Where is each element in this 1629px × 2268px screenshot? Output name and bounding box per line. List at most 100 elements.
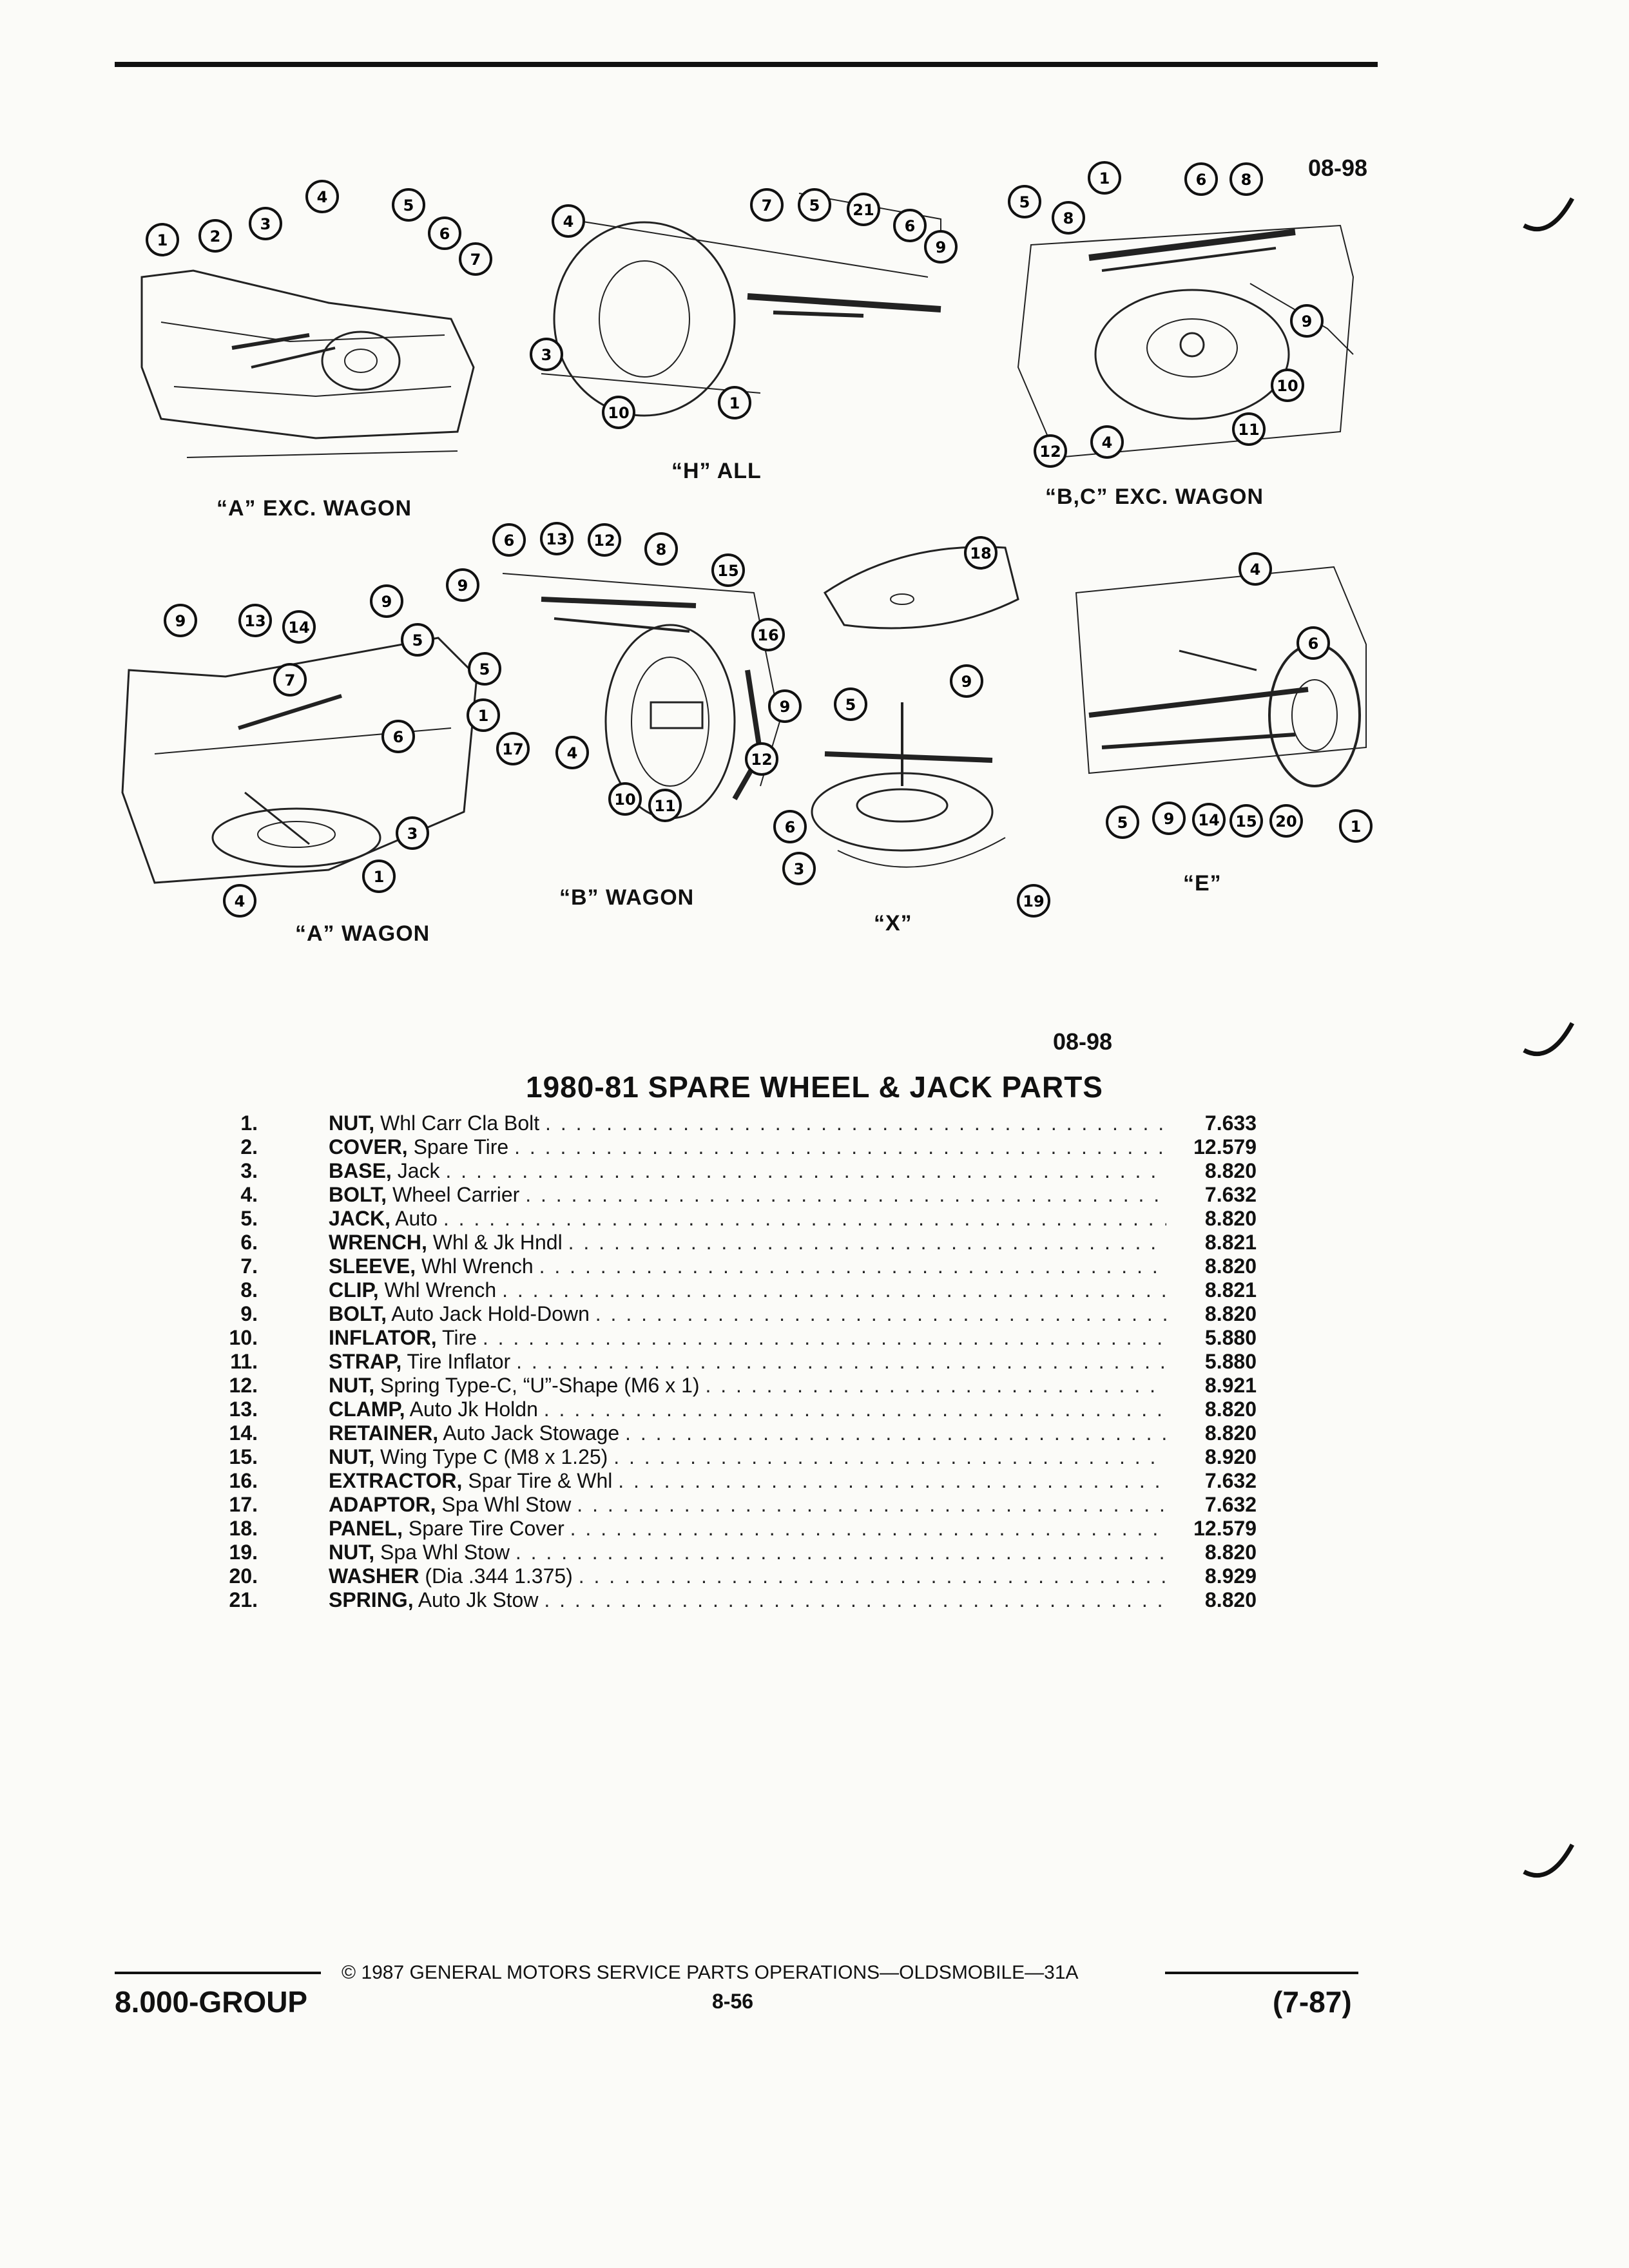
callout-number: 4 [567, 744, 578, 762]
part-description: WASHER (Dia .344 1.375) . . . . . . . . … [329, 1564, 1166, 1588]
callout-h-all: 5 [798, 188, 831, 222]
callout-b-wagon: 11 [648, 789, 682, 822]
figure-reference-top: 08-98 [1308, 155, 1368, 181]
part-row: 21.SPRING, Auto Jk Stow . . . . . . . . … [193, 1588, 1257, 1612]
callout-h-all: 9 [924, 230, 958, 264]
callout-e: 9 [1152, 802, 1186, 835]
callout-e: 6 [1296, 626, 1330, 660]
callout-bc-exc-wagon: 8 [1229, 162, 1263, 196]
part-description: SPRING, Auto Jk Stow . . . . . . . . . .… [329, 1588, 1166, 1612]
part-name: BOLT, [329, 1183, 387, 1206]
part-detail: Auto Jk Holdn [409, 1398, 538, 1421]
part-name: SLEEVE, [329, 1254, 416, 1278]
callout-a-wagon: 1 [362, 860, 396, 893]
part-number: 18. [229, 1517, 258, 1540]
callout-number: 5 [403, 197, 414, 215]
callout-h-all: 7 [750, 188, 784, 222]
part-description: NUT, Whl Carr Cla Bolt . . . . . . . . .… [329, 1111, 1166, 1135]
callout-a-exc-wagon: 6 [428, 216, 461, 250]
part-description: BASE, Jack . . . . . . . . . . . . . . .… [329, 1159, 1166, 1183]
part-code: 7.633 [1204, 1111, 1257, 1135]
callout-number: 7 [762, 197, 773, 215]
callout-number: 1 [1351, 818, 1362, 836]
caption-b-wagon: “B” WAGON [559, 885, 695, 910]
callout-number: 10 [608, 404, 629, 422]
part-detail: Spa Whl Stow [441, 1493, 572, 1516]
callout-bc-exc-wagon: 4 [1090, 425, 1124, 459]
part-name: NUT, [329, 1541, 375, 1564]
callout-b-wagon: 8 [644, 532, 678, 566]
leader-dots: . . . . . . . . . . . . . . . . . . . . … [539, 1254, 1166, 1278]
part-description: CLAMP, Auto Jk Holdn . . . . . . . . . .… [329, 1398, 1166, 1421]
leader-dots: . . . . . . . . . . . . . . . . . . . . … [544, 1588, 1166, 1611]
part-number: 2. [240, 1135, 258, 1158]
callout-e: 1 [1339, 809, 1373, 843]
part-code: 5.880 [1204, 1326, 1257, 1349]
part-description: BOLT, Auto Jack Hold-Down . . . . . . . … [329, 1302, 1166, 1326]
part-code: 12.579 [1193, 1135, 1257, 1158]
callout-a-wagon: 4 [223, 884, 256, 918]
part-code: 8.920 [1204, 1445, 1257, 1468]
callout-number: 6 [1308, 635, 1319, 653]
callout-e: 5 [1106, 805, 1139, 839]
callout-number: 3 [794, 860, 805, 878]
callout-number: 5 [845, 696, 856, 714]
callout-bc-exc-wagon: 5 [1008, 185, 1041, 218]
callout-number: 7 [285, 671, 296, 689]
part-number: 17. [229, 1493, 258, 1516]
callout-x: 18 [964, 536, 998, 570]
part-number: 1. [240, 1111, 258, 1135]
callout-number: 19 [1023, 892, 1044, 910]
part-description: NUT, Spring Type-C, “U”-Shape (M6 x 1) .… [329, 1374, 1166, 1398]
parts-list: 1. NUT, Whl Carr Cla Bolt . . . . . . . .… [193, 1111, 1257, 1612]
callout-a-exc-wagon: 3 [249, 207, 282, 240]
callout-a-exc-wagon: 7 [459, 242, 492, 276]
part-name: WASHER [329, 1564, 419, 1588]
part-code: 8.820 [1204, 1398, 1257, 1421]
leader-dots: . . . . . . . . . . . . . . . . . . . . … [570, 1517, 1166, 1540]
callout-number: 6 [1196, 171, 1207, 189]
callout-e: 14 [1192, 803, 1226, 836]
callout-bc-exc-wagon: 10 [1271, 369, 1304, 402]
callout-x: 9 [950, 664, 983, 698]
callout-b-wagon: 9 [446, 568, 479, 602]
callout-number: 3 [260, 215, 271, 233]
callout-number: 13 [546, 530, 567, 548]
part-detail: Whl Wrench [384, 1278, 497, 1302]
part-code: 8.929 [1204, 1564, 1257, 1588]
part-name: RETAINER, [329, 1421, 439, 1445]
part-description: RETAINER, Auto Jack Stowage . . . . . . … [329, 1421, 1166, 1445]
callout-number: 5 [809, 197, 820, 215]
callout-b-wagon: 16 [751, 618, 785, 651]
part-number: 8. [240, 1278, 258, 1302]
callout-number: 14 [1198, 811, 1219, 829]
leader-dots: . . . . . . . . . . . . . . . . . . . . … [525, 1183, 1166, 1206]
part-name: CLIP, [329, 1278, 379, 1302]
callout-bc-exc-wagon: 1 [1088, 161, 1121, 195]
diagram-e [1063, 554, 1373, 831]
part-number: 6. [240, 1231, 258, 1254]
callout-a-exc-wagon: 5 [392, 188, 425, 222]
callout-a-exc-wagon: 2 [198, 219, 232, 253]
part-name: ADAPTOR, [329, 1493, 436, 1516]
revision-date: (7-87) [1273, 1985, 1352, 2019]
callout-a-exc-wagon: 4 [305, 180, 339, 213]
callout-a-wagon: 7 [273, 663, 307, 697]
part-code: 8.820 [1204, 1254, 1257, 1278]
part-detail: Spare Tire Cover [408, 1517, 564, 1540]
callout-number: 3 [541, 346, 552, 364]
part-code: 8.820 [1204, 1421, 1257, 1445]
callout-bc-exc-wagon: 6 [1184, 162, 1218, 196]
diagram-a-exc-wagon [122, 174, 483, 464]
callout-number: 11 [654, 797, 675, 815]
callout-a-wagon: 3 [396, 816, 429, 850]
part-name: SPRING, [329, 1588, 414, 1611]
callout-number: 6 [393, 728, 404, 746]
callout-a-wagon: 9 [370, 584, 403, 618]
part-description: BOLT, Wheel Carrier . . . . . . . . . . … [329, 1183, 1166, 1207]
part-detail: Spar Tire & Whl [468, 1469, 613, 1492]
callout-a-wagon: 6 [381, 720, 415, 753]
callout-number: 6 [905, 217, 916, 235]
callout-number: 9 [175, 612, 186, 630]
